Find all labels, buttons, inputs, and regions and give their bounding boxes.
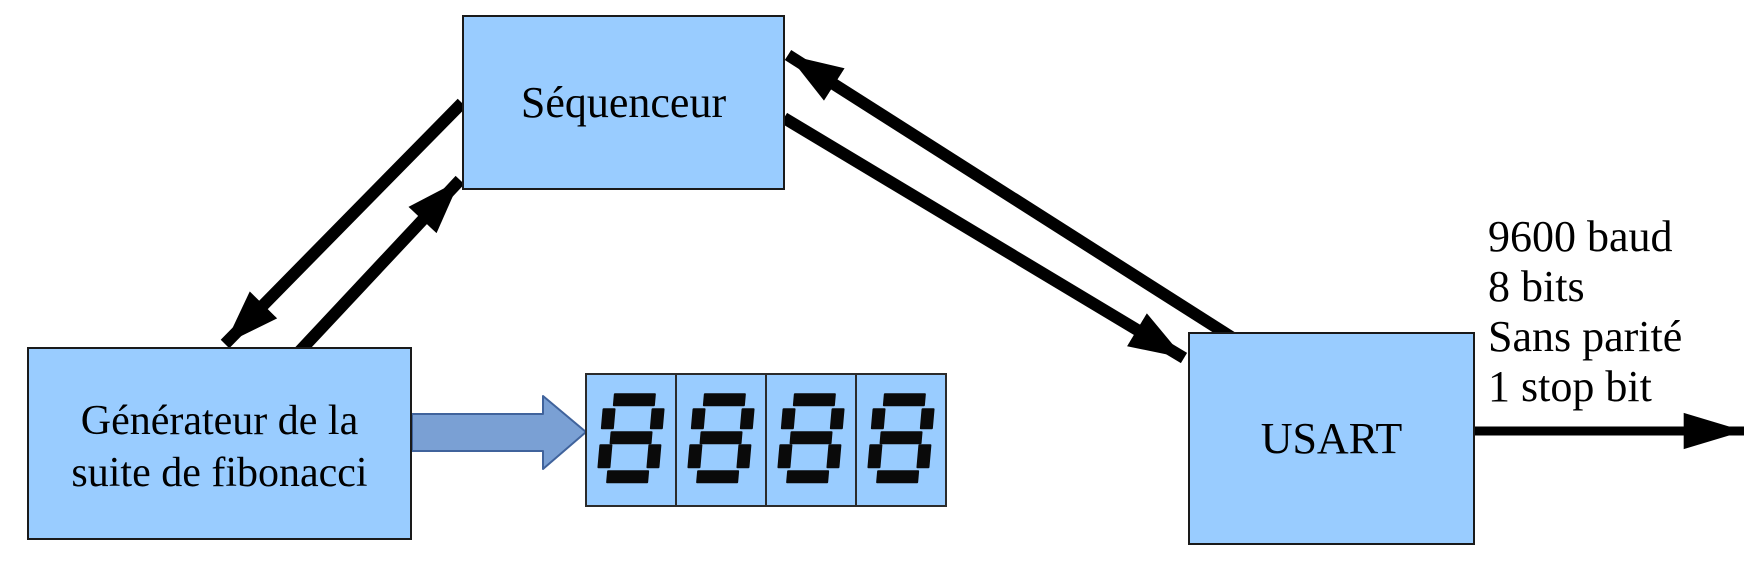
segment-top	[792, 393, 836, 407]
sequencer-box: Séquenceur	[462, 15, 785, 190]
segment-bl	[867, 444, 883, 469]
serial-config-parity: Sans parité	[1488, 312, 1683, 361]
segment-tl	[600, 408, 616, 430]
display-digit-cell	[675, 373, 767, 507]
arrow-sequencer-to-usart	[780, 112, 1188, 364]
usart-box: USART	[1188, 332, 1475, 545]
segment-top	[882, 393, 926, 407]
segment-tr	[829, 408, 845, 430]
segment-mid	[789, 431, 833, 445]
segment-tl	[690, 408, 706, 430]
segment-top	[702, 393, 746, 407]
usart-label: USART	[1260, 413, 1403, 463]
segment-br	[736, 444, 752, 469]
arrow-sequencer-to-generator	[220, 98, 467, 349]
serial-config-bits: 8 bits	[1488, 262, 1585, 311]
generator-label-line2: suite de fibonacci	[71, 449, 368, 496]
segment-bot	[876, 470, 920, 484]
segment-br	[826, 444, 842, 469]
arrow-usart-to-sequencer	[784, 49, 1240, 346]
serial-config-annotation: 9600 baud 8 bits Sans parité 1 stop bit	[1488, 212, 1682, 412]
segment-mid	[609, 431, 653, 445]
segment-tr	[739, 408, 755, 430]
segment-br	[916, 444, 932, 469]
sequencer-label: Séquenceur	[520, 77, 727, 127]
segment-bl	[687, 444, 703, 469]
segment-bl	[597, 444, 613, 469]
segment-top	[612, 393, 656, 407]
display-digit-cell	[855, 373, 947, 507]
segment-bot	[786, 470, 830, 484]
segment-bot	[696, 470, 740, 484]
display-digit-cell	[765, 373, 857, 507]
segment-tl	[870, 408, 886, 430]
segment-tr	[649, 408, 665, 430]
segment-mid	[879, 431, 923, 445]
serial-config-stop: 1 stop bit	[1488, 362, 1652, 411]
segment-bot	[606, 470, 650, 484]
seven-segment-digit	[776, 393, 846, 484]
seven-segment-display	[585, 373, 947, 507]
segment-br	[646, 444, 662, 469]
seven-segment-digit	[596, 393, 666, 484]
segment-tl	[780, 408, 796, 430]
arrow-generator-to-sequencer	[294, 175, 465, 357]
display-digit-cell	[585, 373, 677, 507]
block-arrow-generator-to-display	[411, 395, 587, 470]
segment-bl	[777, 444, 793, 469]
generator-label-line1: Générateur de la	[80, 397, 359, 444]
segment-mid	[699, 431, 743, 445]
seven-segment-digit	[866, 393, 936, 484]
fibonacci-generator-box: Générateur de la suite de fibonacci	[27, 347, 412, 540]
segment-tr	[919, 408, 935, 430]
seven-segment-digit	[686, 393, 756, 484]
serial-config-baud: 9600 baud	[1488, 212, 1673, 261]
